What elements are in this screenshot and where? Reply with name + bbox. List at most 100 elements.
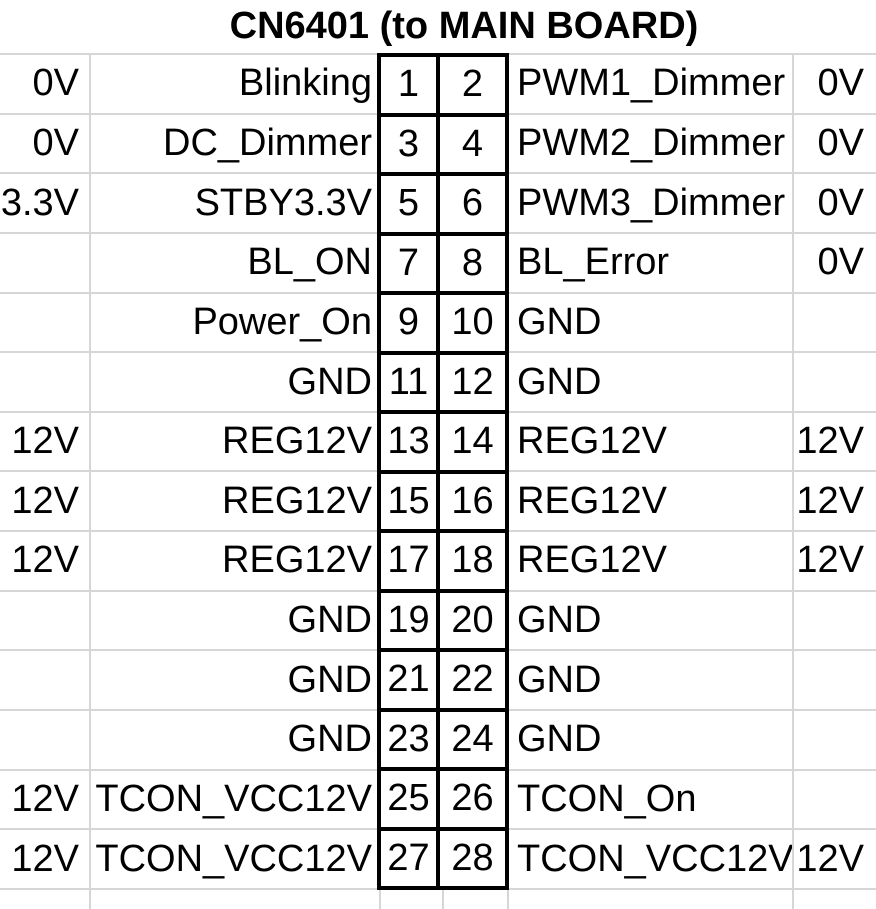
right-signal-cell: REG12V [517, 539, 667, 582]
left-signal-cell: Power_On [192, 300, 372, 343]
pin-number-even: 2 [461, 63, 484, 106]
right-voltage-cell: 0V [792, 55, 876, 113]
partial-cell [91, 890, 379, 909]
right-voltage-cell: 12V [792, 532, 876, 590]
partial-row [0, 888, 876, 909]
partial-cell [0, 890, 91, 909]
left-signal-cell: DC_Dimmer [163, 121, 372, 164]
table-row: 12V REG12V REG12V 12V [0, 470, 876, 531]
pin-number-odd: 21 [381, 652, 440, 708]
left-voltage-cell: 0V [0, 55, 91, 113]
right-signal-cell: PWM3_Dimmer [517, 181, 786, 224]
pin-number-odd: 3 [381, 116, 440, 172]
left-signal-cell: GND [287, 599, 372, 642]
right-voltage-cell [792, 353, 876, 411]
right-signal-cell: TCON_VCC12V [517, 837, 794, 880]
pin-number-odd: 1 [381, 57, 440, 113]
pin-number-odd: 11 [381, 354, 440, 410]
left-signal-cell: TCON_VCC12V [95, 837, 372, 880]
pin-row: 25 26 [381, 767, 505, 827]
pin-number-odd: 23 [381, 711, 440, 767]
pin-row: 27 28 [381, 826, 505, 886]
pin-number-even: 10 [451, 301, 494, 344]
left-voltage-cell [0, 711, 91, 769]
pin-number-odd: 5 [381, 176, 440, 232]
left-voltage-cell: 12V [0, 770, 91, 829]
right-voltage-cell [792, 293, 876, 352]
pin-number-even: 20 [451, 598, 494, 641]
pin-number-odd: 9 [381, 295, 440, 351]
partial-cell [379, 890, 442, 909]
right-signal-cell: GND [517, 300, 602, 343]
right-signal-cell: BL_Error [517, 241, 670, 284]
pin-number-odd: 19 [381, 592, 440, 648]
right-voltage-cell: 12V [792, 412, 876, 471]
right-signal-cell: TCON_On [517, 778, 697, 820]
left-signal-cell: STBY3.3V [194, 181, 372, 224]
left-signal-cell: Blinking [238, 62, 372, 105]
pin-number-odd: 13 [381, 414, 440, 470]
left-voltage-cell: 12V [0, 830, 91, 888]
right-signal-cell: PWM1_Dimmer [517, 62, 786, 105]
left-voltage-cell: 12V [0, 472, 91, 531]
right-voltage-cell: 12V [792, 472, 876, 531]
right-voltage-cell: 12V [792, 830, 876, 888]
pin-number-even: 26 [451, 777, 494, 820]
right-signal-cell: GND [517, 718, 602, 761]
connector-title: CN6401 (to MAIN BOARD) [229, 5, 699, 47]
partial-cell [442, 890, 507, 909]
right-voltage-cell: 0V [792, 233, 876, 292]
left-signal-cell: GND [287, 658, 372, 701]
left-signal-cell: REG12V [222, 539, 372, 582]
left-voltage-cell [0, 651, 91, 710]
left-voltage-cell [0, 233, 91, 292]
left-signal-cell: REG12V [222, 479, 372, 522]
right-signal-cell: GND [517, 360, 602, 403]
right-signal-cell: GND [517, 599, 602, 642]
pin-number-even: 24 [451, 717, 494, 760]
pin-number-odd: 7 [381, 235, 440, 291]
left-voltage-cell [0, 293, 91, 352]
pin-row: 13 14 [381, 410, 505, 470]
left-signal-cell: REG12V [222, 420, 372, 463]
right-voltage-cell [792, 711, 876, 769]
left-voltage-cell [0, 591, 91, 650]
right-signal-cell: PWM2_Dimmer [517, 121, 786, 164]
pin-number-even: 14 [451, 420, 494, 463]
right-voltage-cell [792, 651, 876, 710]
right-voltage-cell [792, 770, 876, 829]
left-voltage-cell: 0V [0, 114, 91, 173]
pin-number-even: 8 [461, 241, 484, 284]
left-signal-cell: BL_ON [247, 241, 372, 284]
right-signal-cell: REG12V [517, 420, 667, 463]
left-voltage-cell: 3.3V [0, 174, 91, 232]
right-voltage-cell: 0V [792, 114, 876, 173]
left-voltage-cell [0, 353, 91, 411]
partial-cell [507, 890, 792, 909]
pin-number-even: 18 [451, 539, 494, 582]
pin-number-even: 28 [451, 836, 494, 879]
pin-number-even: 12 [451, 360, 494, 403]
pin-row: 9 10 [381, 291, 505, 351]
pin-row: 23 24 [381, 707, 505, 767]
pin-number-even: 4 [461, 122, 484, 165]
right-signal-cell: REG12V [517, 479, 667, 522]
pin-row: 11 12 [381, 350, 505, 410]
pin-number-odd: 27 [381, 830, 440, 886]
pin-number-odd: 25 [381, 771, 440, 827]
pin-number-odd: 15 [381, 473, 440, 529]
left-voltage-cell: 12V [0, 412, 91, 471]
left-signal-cell: GND [287, 718, 372, 761]
